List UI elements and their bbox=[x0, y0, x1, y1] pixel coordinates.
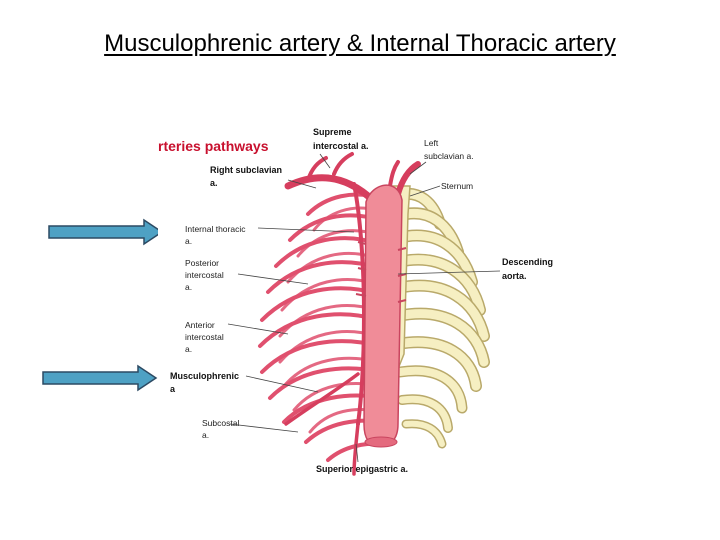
label-subcostal-2: a. bbox=[202, 430, 209, 440]
label-anterior-3: a. bbox=[185, 344, 192, 354]
internal-thoracic-artery bbox=[284, 182, 367, 476]
label-internal-thoracic-1: Internal thoracic bbox=[185, 224, 246, 234]
thoracic-arteries-figure: rteries pathways Supreme intercostal a. … bbox=[158, 124, 556, 482]
label-subcostal-1: Subcostal bbox=[202, 418, 239, 428]
leader-lines bbox=[227, 153, 501, 463]
label-musculophrenic-1: Musculophrenic bbox=[170, 371, 239, 381]
aortic-intercostal-branches bbox=[355, 241, 407, 303]
label-musculophrenic-2: a bbox=[170, 384, 176, 394]
label-internal-thoracic-2: a. bbox=[185, 236, 192, 246]
slide-title: Musculophrenic artery & Internal Thoraci… bbox=[104, 30, 616, 57]
label-right-subclavian-2: a. bbox=[210, 178, 218, 188]
label-right-subclavian-1: Right subclavian bbox=[210, 165, 282, 175]
label-descending-2: aorta. bbox=[502, 271, 527, 281]
label-sternum: Sternum bbox=[441, 181, 473, 191]
label-supreme-2: intercostal a. bbox=[313, 141, 369, 151]
label-anterior-1: Anterior bbox=[185, 320, 215, 330]
pointer-arrow-musculophrenic bbox=[42, 364, 158, 392]
label-left-subclavian-1: Left bbox=[424, 138, 439, 148]
label-left-subclavian-2: subclavian a. bbox=[424, 151, 474, 161]
label-descending-1: Descending bbox=[502, 257, 553, 267]
label-posterior-3: a. bbox=[185, 282, 192, 292]
label-anterior-2: intercostal bbox=[185, 332, 224, 342]
figure-heading: rteries pathways bbox=[158, 138, 269, 154]
label-posterior-2: intercostal bbox=[185, 270, 224, 280]
label-posterior-1: Posterior bbox=[185, 258, 219, 268]
label-supreme-1: Supreme bbox=[313, 127, 352, 137]
pointer-arrow-internal-thoracic bbox=[48, 218, 164, 246]
label-superior-epigastric: Superior epigastric a. bbox=[316, 464, 408, 474]
descending-aorta bbox=[363, 184, 403, 448]
